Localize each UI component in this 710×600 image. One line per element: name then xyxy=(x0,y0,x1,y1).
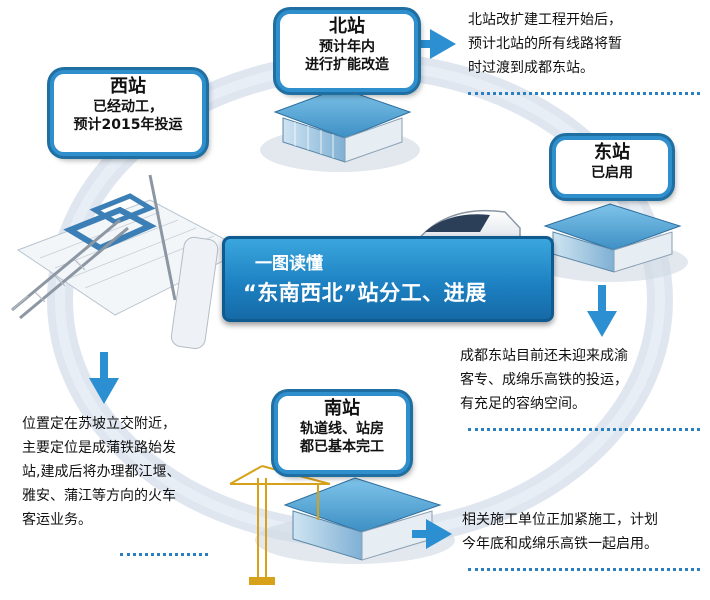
east-station-status-1: 已启用 xyxy=(591,165,633,181)
title-line-1: 一图读懂 xyxy=(255,254,323,274)
east-note-divider xyxy=(468,428,700,431)
south-station-building xyxy=(255,477,455,564)
west-station-status-2: 预计2015年投运 xyxy=(73,117,183,133)
south-station-bubble: 南站 轨道线、站房 都已基本完工 xyxy=(274,392,410,474)
south-station-status-2: 都已基本完工 xyxy=(300,439,384,455)
west-note: 位置定在苏坡立交附近， 主要定位是成蒲铁路始发 站,建成后将办理都江堰、 雅安、… xyxy=(22,416,181,528)
title-banner: 一图读懂 “东南西北”站分工、进展 xyxy=(222,236,554,322)
west-arrow-icon xyxy=(89,378,119,404)
west-station-bubble: 西站 已经动工， 预计2015年投运 xyxy=(50,70,206,156)
south-station-name: 南站 xyxy=(324,398,360,419)
title-line-2: “东南西北”站分工、进展 xyxy=(243,281,487,305)
north-station-name: 北站 xyxy=(329,16,365,37)
north-note: 北站改扩建工程开始后， 预计北站的所有线路将暂 时过渡到成都东站。 xyxy=(468,12,622,76)
west-note-divider xyxy=(120,553,208,556)
east-arrow-stem xyxy=(598,285,606,313)
east-note: 成都东站目前还未迎来成渝 客专、成绵乐高铁的投运， 有充足的容纳空间。 xyxy=(460,348,628,412)
west-station-status-1: 已经动工， xyxy=(93,99,163,115)
east-station-building xyxy=(532,203,688,282)
crane-icon xyxy=(229,465,331,585)
south-station-status-1: 轨道线、站房 xyxy=(300,421,384,437)
north-arrow-icon xyxy=(430,29,456,59)
south-note: 相关施工单位正加紧施工，计划 今年底和成绵乐高铁一起启用。 xyxy=(462,512,658,552)
north-station-building xyxy=(260,87,420,172)
north-arrow-stem xyxy=(414,40,432,48)
south-note-divider xyxy=(468,568,700,571)
south-arrow-stem xyxy=(412,530,428,538)
north-note-divider xyxy=(468,92,700,95)
south-arrow-icon xyxy=(426,519,452,549)
east-station-name: 东站 xyxy=(594,142,630,163)
west-arrow-stem xyxy=(100,352,108,380)
east-arrow-icon xyxy=(587,311,617,337)
east-station-bubble: 东站 已启用 xyxy=(552,136,672,198)
west-blueprint-illustration xyxy=(11,174,247,350)
north-station-status-2: 进行扩能改造 xyxy=(305,57,389,73)
north-station-status-1: 预计年内 xyxy=(319,39,375,55)
west-station-name: 西站 xyxy=(110,76,146,97)
north-station-bubble: 北站 预计年内 进行扩能改造 xyxy=(276,10,418,92)
